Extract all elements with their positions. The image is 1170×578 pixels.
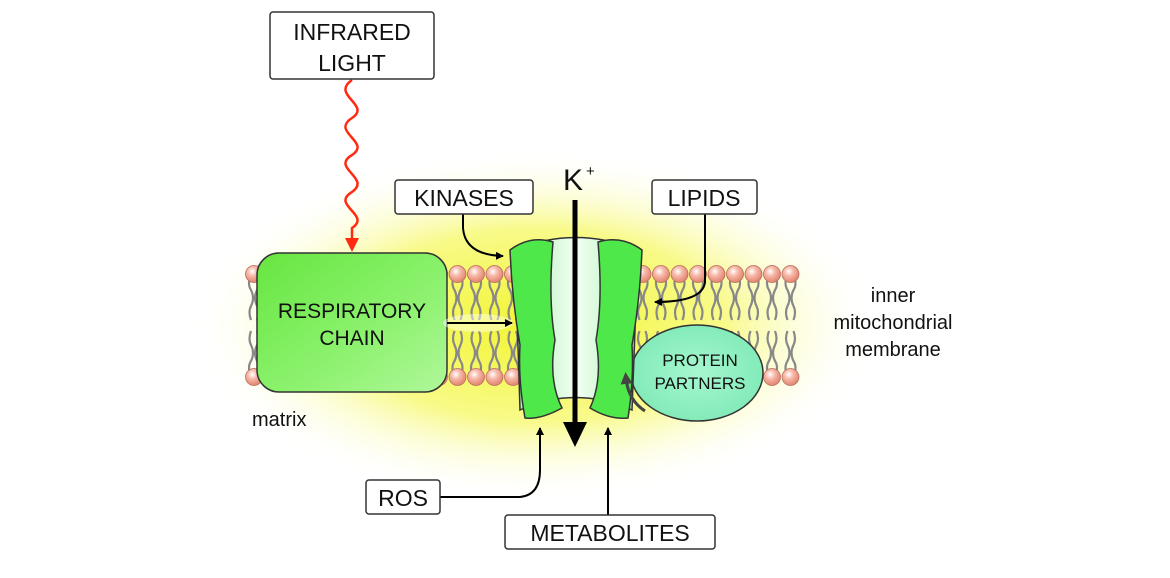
lipid-tail: [506, 273, 514, 321]
matrix-label: matrix: [252, 409, 306, 431]
infrared-label-1: INFRARED: [293, 19, 411, 45]
lipid-tail: [784, 330, 791, 378]
lipid-tail: [247, 273, 255, 321]
lipid-head: [448, 265, 467, 283]
lipid-tail: [790, 273, 797, 321]
lipid-head: [467, 265, 485, 283]
ion-charge: +: [586, 163, 595, 180]
lipid-tail: [710, 273, 717, 321]
lipid-head: [670, 265, 689, 283]
lipid-head: [707, 265, 726, 283]
protein-label-1: PROTEIN: [662, 351, 738, 370]
lipid-tail: [494, 273, 501, 321]
membrane-label-1: inner: [871, 285, 916, 307]
metabolites-label: METABOLITES: [530, 520, 689, 546]
lipid-head: [652, 265, 670, 283]
lipid-tail: [765, 273, 773, 321]
metabolites-box: [504, 514, 716, 550]
lipid-tail: [475, 273, 483, 321]
protein-label-2: PARTNERS: [654, 374, 745, 393]
lipid-tail: [728, 273, 736, 321]
lipid-head: [485, 265, 504, 283]
ros-arrow: [440, 427, 544, 498]
protein-partners-arrow: [620, 372, 646, 413]
lipid-head: [744, 265, 763, 283]
lipid-tail: [784, 273, 791, 321]
lipid-tail: [642, 273, 649, 321]
lipid-tail: [691, 273, 699, 321]
lipid-tail: [765, 330, 773, 378]
lipid-tail: [734, 273, 742, 321]
lipids-arrow: [654, 214, 706, 306]
ion-label: K: [563, 164, 583, 197]
protein-partners: [630, 324, 764, 422]
respiratory-label-2: CHAIN: [319, 327, 384, 350]
lipid-tail: [457, 330, 464, 378]
lipid-tail: [716, 273, 723, 321]
lipid-head: [781, 265, 800, 283]
lipid-tail: [506, 330, 514, 378]
lipid-tail: [753, 273, 760, 321]
kinases-label: KINASES: [414, 185, 514, 211]
lipid-tail: [457, 273, 464, 321]
lipids-label: LIPIDS: [668, 185, 741, 211]
lipid-tail: [697, 273, 705, 321]
lipid-tail: [451, 273, 458, 321]
kinases-arrow: [462, 214, 504, 260]
lipid-tail: [673, 273, 680, 321]
lipid-head: [485, 368, 504, 386]
ros-box: [365, 479, 441, 515]
lipid-head: [448, 368, 467, 386]
infrared-label-2: LIGHT: [318, 50, 386, 76]
infrared-wave: [344, 78, 359, 240]
lipid-head: [467, 368, 485, 386]
channel-subunit-left: [509, 239, 563, 420]
ros-label: ROS: [378, 485, 428, 511]
lipid-tail: [771, 330, 779, 378]
lipid-head: [726, 265, 744, 283]
lipid-tail: [469, 273, 477, 321]
lipid-tail: [790, 330, 797, 378]
k-flux-arrowhead: [563, 422, 587, 447]
lipids-box: [651, 179, 758, 215]
lipid-head: [689, 265, 707, 283]
infrared-light-box: [269, 11, 435, 80]
infrared-arrowhead: [345, 238, 359, 252]
lipid-tail: [488, 273, 495, 321]
lipid-tail: [475, 330, 483, 378]
lipid-tail: [488, 330, 495, 378]
lipid-tail: [469, 330, 477, 378]
kinases-box: [394, 179, 534, 215]
lipid-tail: [494, 330, 501, 378]
lipid-head: [781, 368, 800, 386]
lipid-tail: [451, 330, 458, 378]
lipid-tail: [747, 273, 754, 321]
lipid-head: [763, 368, 781, 386]
lipid-tail: [679, 273, 686, 321]
lipid-head: [763, 265, 781, 283]
lipid-tail: [771, 273, 779, 321]
membrane-label-2: mitochondrial: [834, 312, 953, 334]
respiratory-label-1: RESPIRATORY: [278, 300, 426, 323]
lipid-tail: [247, 330, 255, 378]
membrane-label-3: membrane: [845, 339, 941, 361]
